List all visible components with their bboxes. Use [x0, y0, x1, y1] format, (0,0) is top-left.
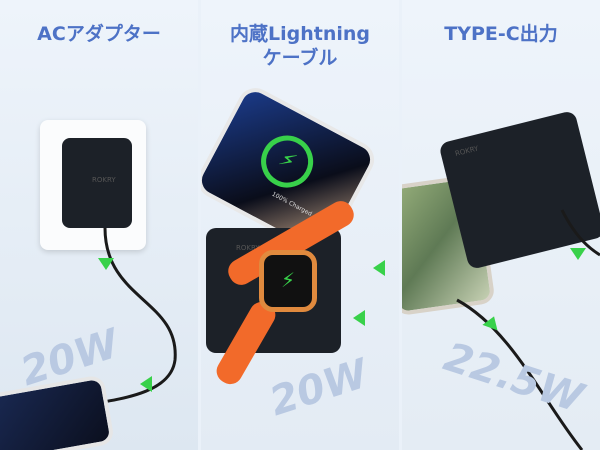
panel-ac-adapter: ACアダプター ROKRY 20W: [0, 0, 198, 450]
charging-ring: ⚡: [251, 126, 323, 197]
arrow-icon: [98, 258, 114, 270]
heading-type-c: TYPE-C出力: [444, 23, 558, 45]
heading-ac-adapter: ACアダプター: [37, 23, 161, 45]
apple-watch: ⚡: [259, 250, 317, 312]
brand-label: ROKRY: [92, 176, 116, 184]
phone-status: 100% Charged: [270, 190, 314, 218]
arrow-icon: [353, 310, 365, 326]
heading-lightning: 内蔵Lightning ケーブル: [230, 23, 370, 69]
brand-label: ROKRY: [236, 244, 260, 252]
arrow-icon: [373, 260, 385, 276]
cable: [456, 209, 600, 450]
wattage-label: 20W: [264, 350, 374, 426]
arrow-icon: [570, 248, 586, 260]
arrow-icon: [140, 376, 152, 392]
panel-lightning: 内蔵Lightning ケーブル ⚡ 100% Charged ROKRY ⚡ …: [201, 0, 399, 450]
ac-adapter: ROKRY: [62, 138, 132, 228]
panel-type-c: TYPE-C出力 ROKRY 22.5W: [402, 0, 600, 450]
